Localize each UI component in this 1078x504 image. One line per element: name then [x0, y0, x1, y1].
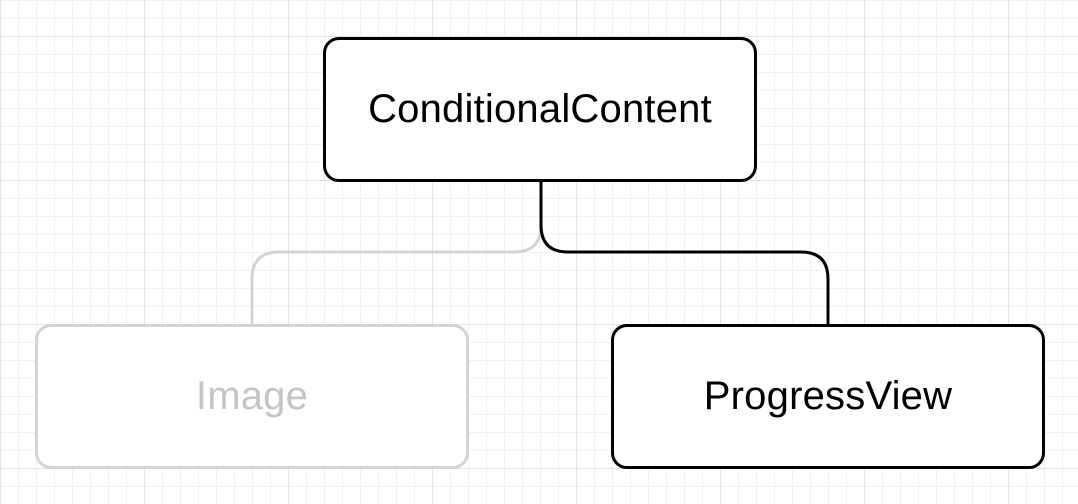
node-progress-view[interactable]: ProgressView	[611, 324, 1045, 469]
connector-root-to-image	[250, 182, 543, 324]
node-label: ConditionalContent	[368, 87, 712, 131]
node-conditional-content[interactable]: ConditionalContent	[323, 37, 757, 182]
connector-root-to-progressview	[539, 182, 830, 324]
node-label: ProgressView	[703, 374, 953, 418]
node-label: Image	[195, 374, 309, 418]
node-image[interactable]: Image	[35, 324, 469, 469]
